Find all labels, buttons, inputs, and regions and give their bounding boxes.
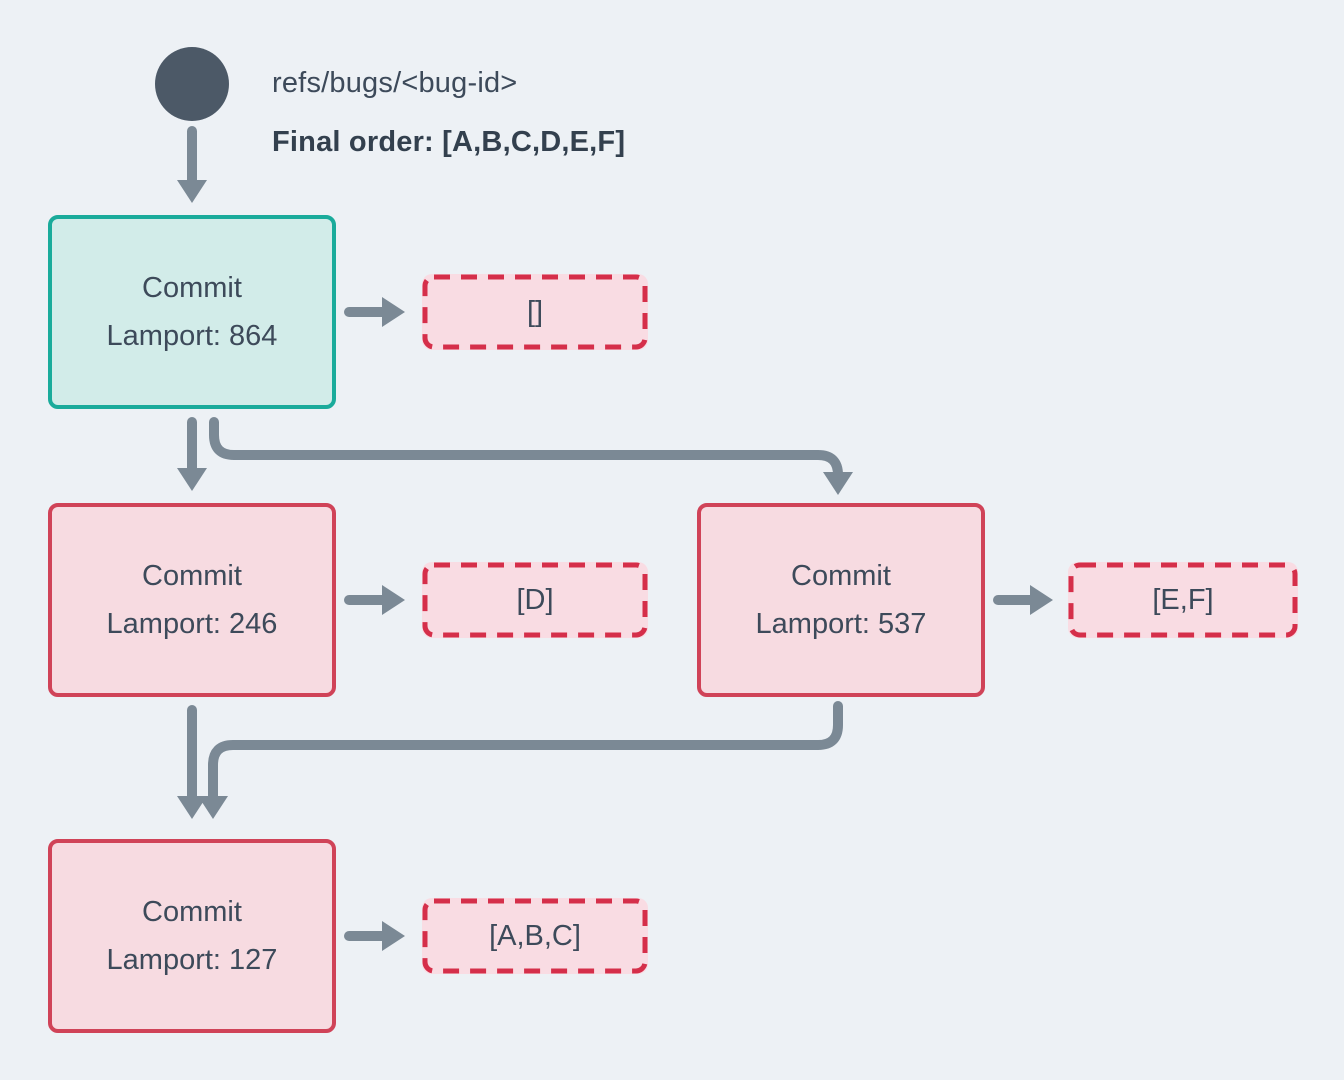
- commit-lamport: Lamport: 246: [106, 608, 278, 640]
- commit-title: Commit: [791, 560, 891, 592]
- payload-box-empty: []: [422, 274, 648, 350]
- payload-label: []: [526, 295, 544, 328]
- commit-node-537: Commit Lamport: 537: [697, 503, 985, 697]
- payload-box-d: [D]: [422, 562, 648, 638]
- edge-864-to-537: [209, 417, 853, 495]
- commit-title: Commit: [142, 560, 242, 592]
- commit-node-127: Commit Lamport: 127: [48, 839, 336, 1033]
- commit-node-864: Commit Lamport: 864: [48, 215, 336, 409]
- commit-title: Commit: [142, 896, 242, 928]
- payload-label: [E,F]: [1152, 583, 1214, 616]
- final-order-label: Final order: [A,B,C,D,E,F]: [272, 126, 626, 158]
- commit-lamport: Lamport: 537: [755, 608, 927, 640]
- edge-537-to-127: [198, 701, 843, 819]
- commit-lamport: Lamport: 127: [106, 944, 278, 976]
- payload-label: [D]: [516, 583, 554, 616]
- payload-box-ef: [E,F]: [1068, 562, 1298, 638]
- branch-ref-dot: [155, 47, 229, 121]
- commit-title: Commit: [142, 272, 242, 304]
- payload-label: [A,B,C]: [489, 919, 581, 952]
- commit-node-246: Commit Lamport: 246: [48, 503, 336, 697]
- commit-lamport: Lamport: 864: [106, 320, 278, 352]
- ref-name-label: refs/bugs/<bug-id>: [272, 67, 518, 99]
- payload-box-abc: [A,B,C]: [422, 898, 648, 974]
